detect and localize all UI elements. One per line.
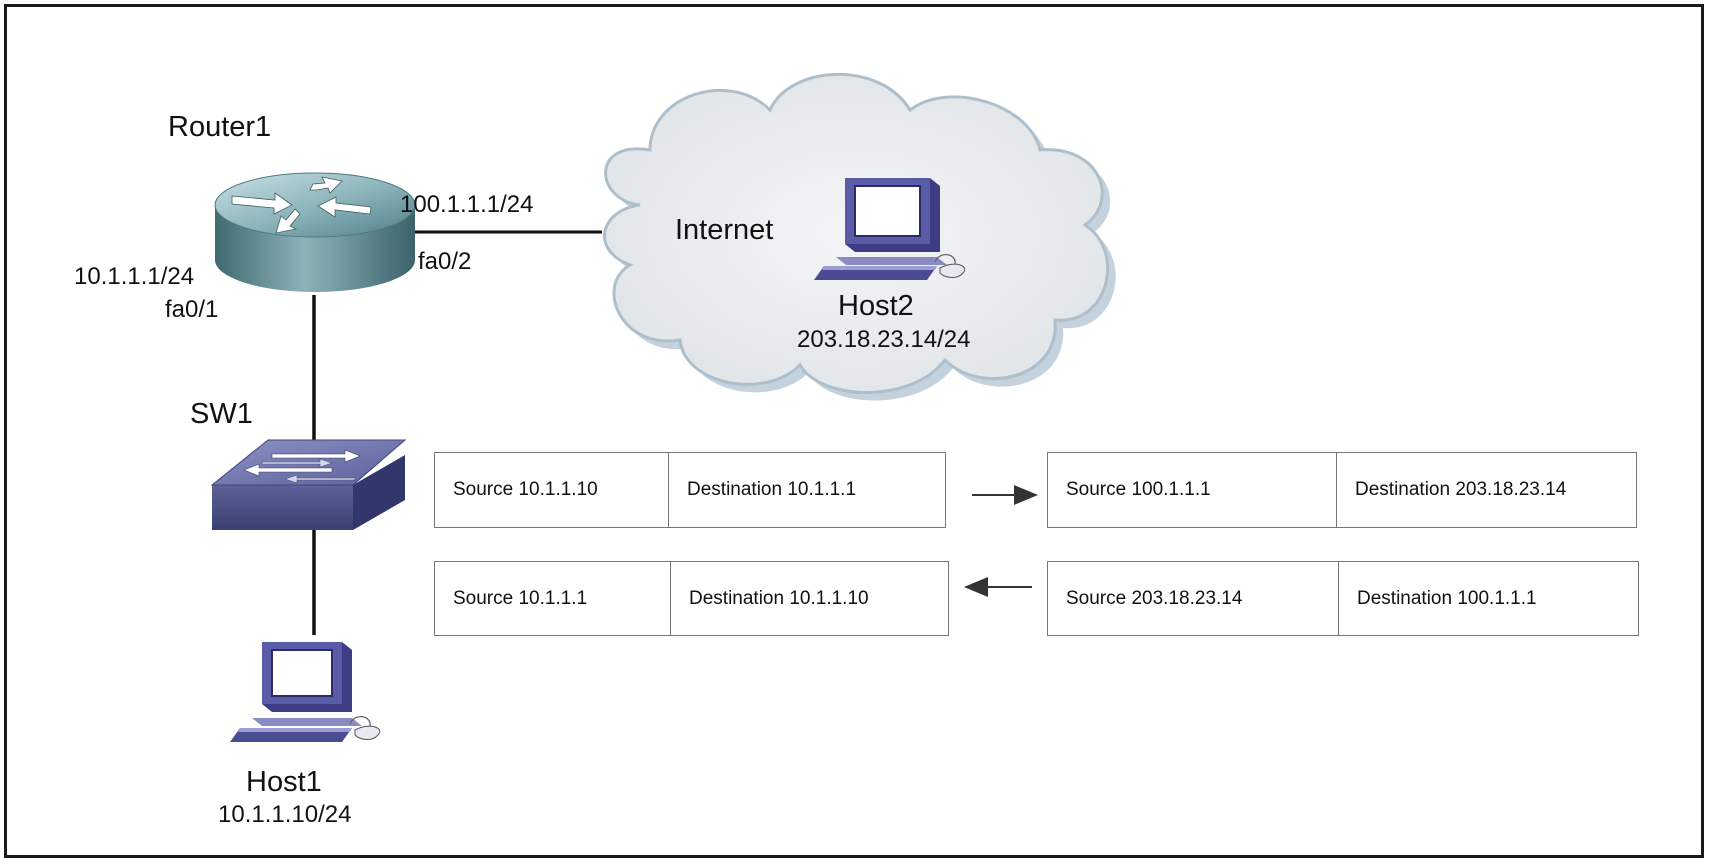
packet-outbound-outside: Source 100.1.1.1 Destination 203.18.23.1… <box>1047 452 1637 528</box>
packet-destination: Destination 203.18.23.14 <box>1336 453 1636 527</box>
router-wan-ip: 100.1.1.1/24 <box>400 191 534 218</box>
router-icon <box>214 172 416 292</box>
host2-pc-icon <box>814 178 966 280</box>
host1-ip: 10.1.1.10/24 <box>218 801 352 828</box>
router-lan-ip: 10.1.1.1/24 <box>74 263 195 290</box>
router-name: Router1 <box>168 111 272 143</box>
packet-source: Source 10.1.1.1 <box>453 587 588 609</box>
packet-destination: Destination 10.1.1.10 <box>670 562 948 635</box>
switch-name: SW1 <box>190 398 253 430</box>
router-wan-interface: fa0/2 <box>418 248 472 275</box>
packet-destination: Destination 100.1.1.1 <box>1338 562 1638 635</box>
host1-name: Host1 <box>246 766 322 798</box>
internet-label: Internet <box>675 214 774 246</box>
packet-source: Source 203.18.23.14 <box>1066 587 1243 609</box>
packet-inbound-inside: Source 10.1.1.1 Destination 10.1.1.10 <box>434 561 949 636</box>
switch-icon <box>210 439 407 530</box>
host2-name: Host2 <box>838 290 914 322</box>
packet-source: Source 10.1.1.10 <box>453 479 598 500</box>
packet-source: Source 100.1.1.1 <box>1066 479 1211 500</box>
router-lan-interface: fa0/1 <box>165 296 219 323</box>
packet-outbound-inside: Source 10.1.1.10 Destination 10.1.1.1 <box>434 452 946 528</box>
host2-ip: 203.18.23.14/24 <box>797 326 971 353</box>
packet-destination: Destination 10.1.1.1 <box>668 453 945 527</box>
packet-inbound-outside: Source 203.18.23.14 Destination 100.1.1.… <box>1047 561 1639 636</box>
host1-pc-icon <box>230 642 381 742</box>
